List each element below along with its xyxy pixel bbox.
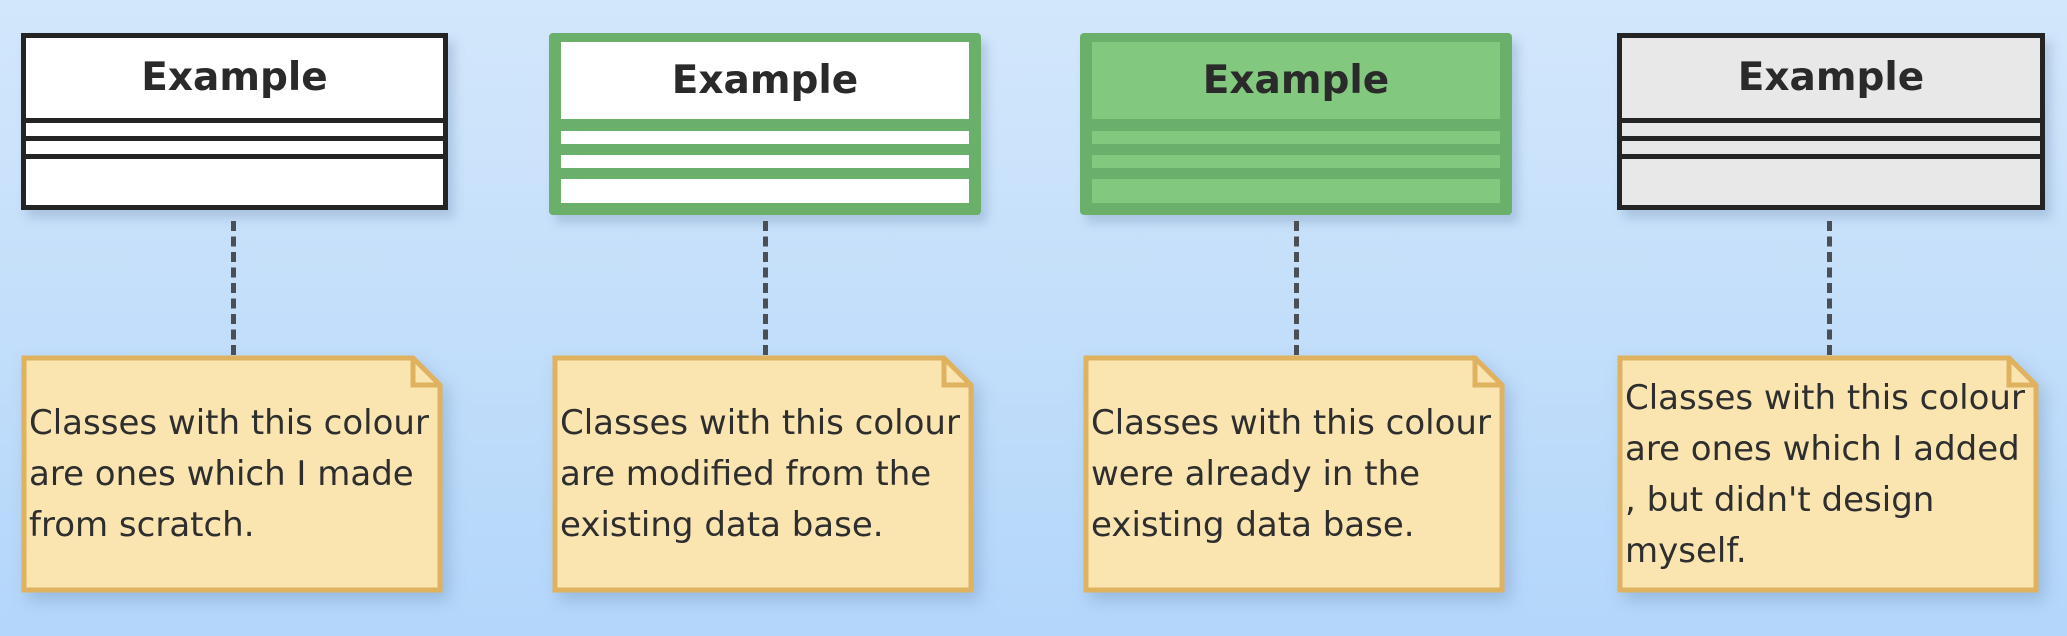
dashed-connector	[231, 221, 236, 355]
note-text: Classes with this colour are ones which …	[29, 403, 429, 545]
note-shape	[1617, 355, 2039, 593]
class-compartment	[1092, 155, 1500, 168]
class-divider	[26, 118, 443, 123]
class-divider	[26, 136, 443, 141]
class-title: Example	[1737, 55, 1925, 100]
class-divider	[1622, 136, 2040, 141]
note-text: Classes with this colour were already in…	[1091, 403, 1491, 545]
note: Classes with this colour were already in…	[1083, 355, 1505, 593]
note-shape	[21, 355, 443, 593]
class-compartment	[561, 179, 969, 203]
dashed-connector	[1827, 221, 1832, 355]
note-text: Classes with this colour are ones which …	[1625, 378, 2025, 571]
class-compartment	[561, 131, 969, 144]
uml-class-box: Example	[549, 33, 981, 215]
uml-class-box: Example	[1617, 33, 2045, 210]
note-text: Classes with this colour are modified fr…	[560, 403, 960, 545]
note: Classes with this colour are ones which …	[1617, 355, 2039, 593]
class-compartment	[561, 155, 969, 168]
class-title-area	[561, 42, 969, 119]
class-divider	[26, 154, 443, 159]
note: Classes with this colour are ones which …	[21, 355, 443, 593]
class-divider	[1622, 118, 2040, 123]
note-shape	[552, 355, 974, 593]
class-compartment	[1092, 131, 1500, 144]
class-title: Example	[141, 55, 328, 100]
class-title: Example	[1202, 58, 1390, 103]
class-title: Example	[671, 58, 859, 103]
dashed-connector	[1294, 221, 1299, 355]
uml-class-box: Example	[1080, 33, 1512, 215]
class-compartment	[1092, 179, 1500, 203]
dashed-connector	[763, 221, 768, 355]
class-title-area	[1092, 42, 1500, 119]
class-divider	[1622, 154, 2040, 159]
uml-class-box: Example	[21, 33, 448, 210]
note: Classes with this colour are modified fr…	[552, 355, 974, 593]
note-shape	[1083, 355, 1505, 593]
